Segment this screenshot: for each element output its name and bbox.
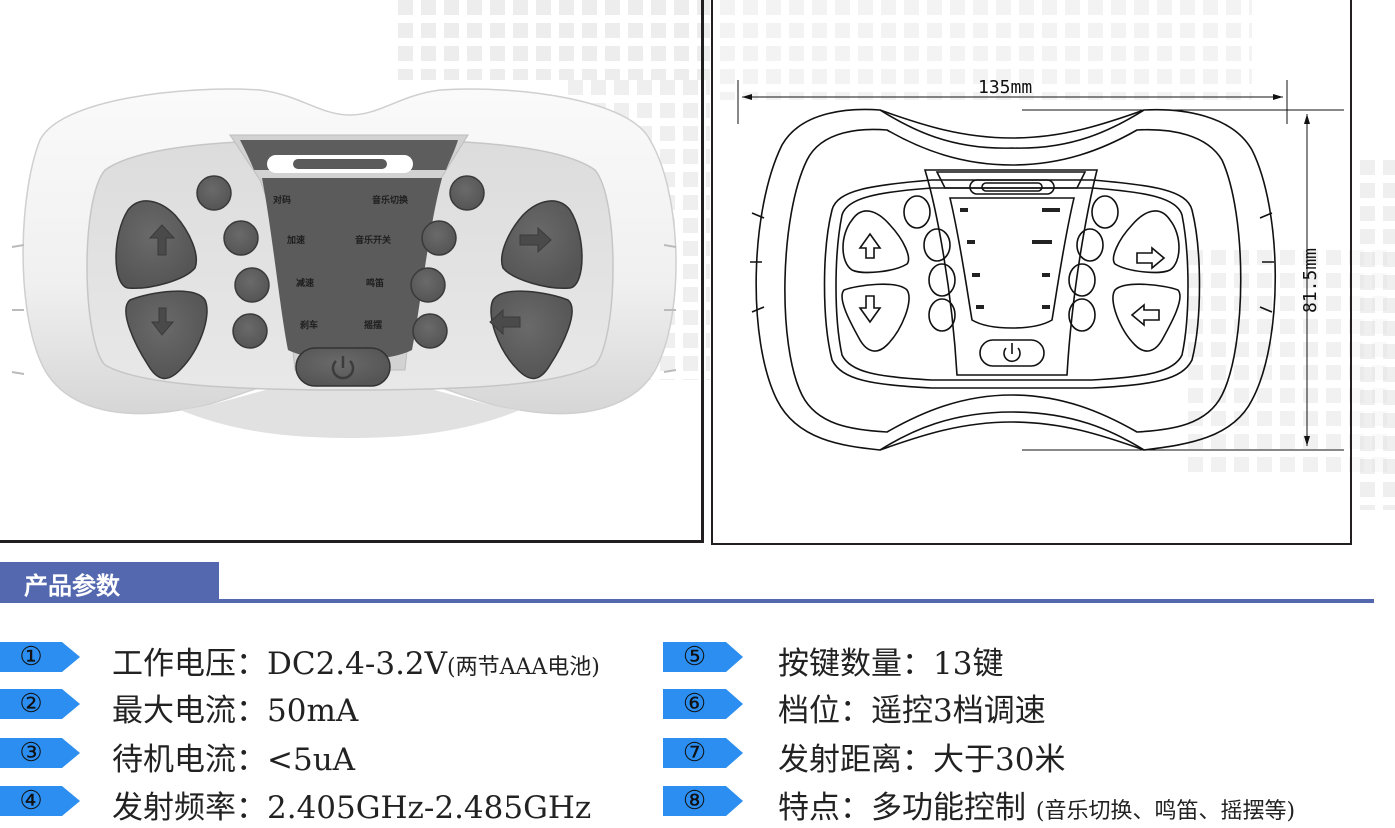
section-header-bar — [0, 562, 219, 602]
left-arrow-icon — [1130, 303, 1160, 327]
background-pattern — [390, 0, 710, 80]
power-icon — [331, 356, 355, 380]
left-arrow-icon — [489, 308, 521, 336]
drawing-frame — [711, 0, 1352, 545]
right-arrow-icon — [519, 226, 552, 254]
label-accelerate: 加速 — [286, 234, 305, 246]
spec-item: 按键数量：13键 — [778, 646, 1004, 682]
label-horn: 鸣笛 — [366, 277, 384, 289]
spec-badge: ② — [0, 689, 80, 719]
spec-item: 最大电流：50mA — [112, 693, 359, 729]
width-dimension-label: 135mm — [978, 77, 1033, 98]
spec-item: 特点：多功能控制 (音乐切换、鸣笛、摇摆等) — [778, 790, 1296, 826]
photo-frame — [0, 0, 704, 543]
label-music-switch: 音乐切换 — [372, 194, 409, 206]
label-brake: 刹车 — [300, 319, 318, 331]
spec-badge: ③ — [0, 738, 80, 768]
section-divider — [0, 599, 1374, 603]
spec-item: 待机电流：<5uA — [112, 742, 356, 778]
spec-badge: ⑤ — [663, 642, 743, 672]
label-pair: 对码 — [273, 194, 291, 206]
technical-drawing: 135mm 81.5mm — [712, 0, 1352, 545]
spec-badge: ⑧ — [663, 786, 743, 816]
label-decelerate: 减速 — [296, 277, 314, 289]
spec-item: 档位：遥控3档调速 — [778, 693, 1046, 729]
right-arrow-icon — [1136, 246, 1166, 270]
spec-badge: ⑥ — [663, 689, 743, 719]
spec-item: 工作电压：DC2.4-3.2V(两节AAA电池) — [112, 646, 600, 682]
label-swing: 摇摆 — [364, 319, 382, 331]
power-icon — [1003, 347, 1021, 363]
background-pattern — [1352, 160, 1395, 510]
background-pattern — [712, 0, 1252, 100]
section-title: 产品参数 — [24, 572, 120, 600]
up-arrow-icon — [148, 224, 176, 256]
spec-item: 发射频率：2.405GHz-2.485GHz — [112, 790, 592, 826]
spec-badge: ④ — [0, 786, 80, 816]
height-dimension-label: 81.5mm — [1300, 247, 1322, 314]
down-arrow-icon — [150, 307, 175, 336]
spec-badge: ① — [0, 642, 80, 672]
product-photo: 对码 音乐切换 加速 音乐开关 减速 鸣笛 刹车 摇摆 — [0, 60, 700, 480]
up-arrow-icon — [858, 232, 882, 259]
label-music-toggle: 音乐开关 — [355, 234, 391, 246]
spec-badge: ⑦ — [663, 738, 743, 768]
down-arrow-icon — [858, 295, 882, 324]
spec-item: 发射距离：大于30米 — [778, 742, 1066, 778]
